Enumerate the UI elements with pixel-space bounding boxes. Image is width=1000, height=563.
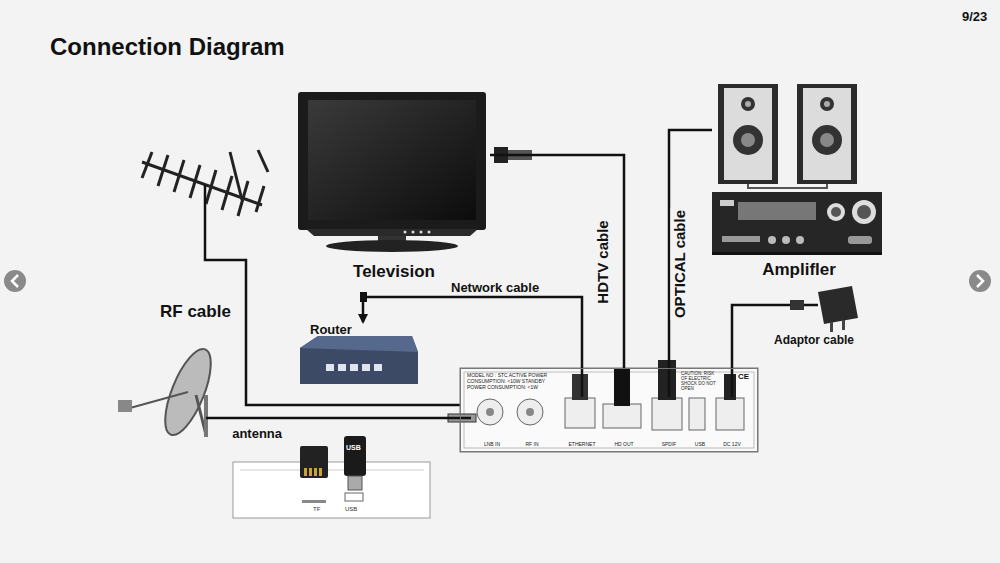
cable — [669, 130, 712, 397]
node-text: USB — [345, 506, 357, 512]
rear-panel: MODEL NO : STC ACTIVE POWER CONSUMPTION:… — [460, 368, 758, 452]
cable-label: OPTICAL cable — [671, 208, 688, 320]
router: Router — [300, 322, 420, 394]
node-text: Amplifler — [712, 260, 886, 280]
amplifier: Amplifler — [712, 80, 886, 282]
node-text: antenna — [232, 426, 282, 441]
usb-port: USB — [687, 397, 713, 449]
cable-label: HDTV cable — [594, 218, 611, 305]
power-adaptor: Adaptor cable — [772, 283, 864, 349]
usb-stick-label: USB — [346, 444, 361, 451]
satellite-dish: antenna — [116, 345, 286, 445]
ethernet-port: ETHERNET — [561, 397, 603, 449]
front-panel: TF USB — [233, 462, 430, 518]
node-text: ETHERNET — [561, 441, 603, 447]
lnb-port: LNB IN — [471, 397, 513, 449]
cable — [490, 155, 624, 397]
node-text: LNB IN — [471, 441, 513, 447]
node-text: HD OUT — [601, 441, 647, 447]
cable-label: RF cable — [160, 302, 231, 322]
television: Television — [298, 92, 490, 284]
caution-text: CAUTION: RISK OF ELECTRIC SHOCK DO NOT O… — [681, 371, 721, 391]
node-text: MODEL NO : STC ACTIVE POWER CONSUMPTION:… — [467, 372, 551, 390]
hdmi-port: HD OUT — [601, 397, 647, 449]
spdif-port: SPDIF — [649, 397, 689, 449]
node-text: Adaptor cable — [774, 333, 854, 347]
ce-mark: CE — [738, 372, 749, 381]
node-text: TF — [313, 506, 320, 512]
node-text: SPDIF — [649, 441, 689, 447]
node-text: USB — [687, 441, 713, 447]
node-text: RF IN — [511, 441, 553, 447]
rf-port: RF IN — [511, 397, 553, 449]
dc-port: DC 12V — [712, 397, 752, 449]
page-number: 9/23 — [962, 9, 987, 24]
node-text: Television — [298, 262, 490, 282]
diagram-title: Connection Diagram — [50, 33, 285, 61]
cable — [286, 417, 471, 420]
cable — [363, 297, 582, 397]
cable-label: Network cable — [449, 280, 541, 295]
cable — [732, 305, 772, 397]
node-text: Router — [310, 322, 352, 337]
node-text: DC 12V — [712, 441, 752, 447]
